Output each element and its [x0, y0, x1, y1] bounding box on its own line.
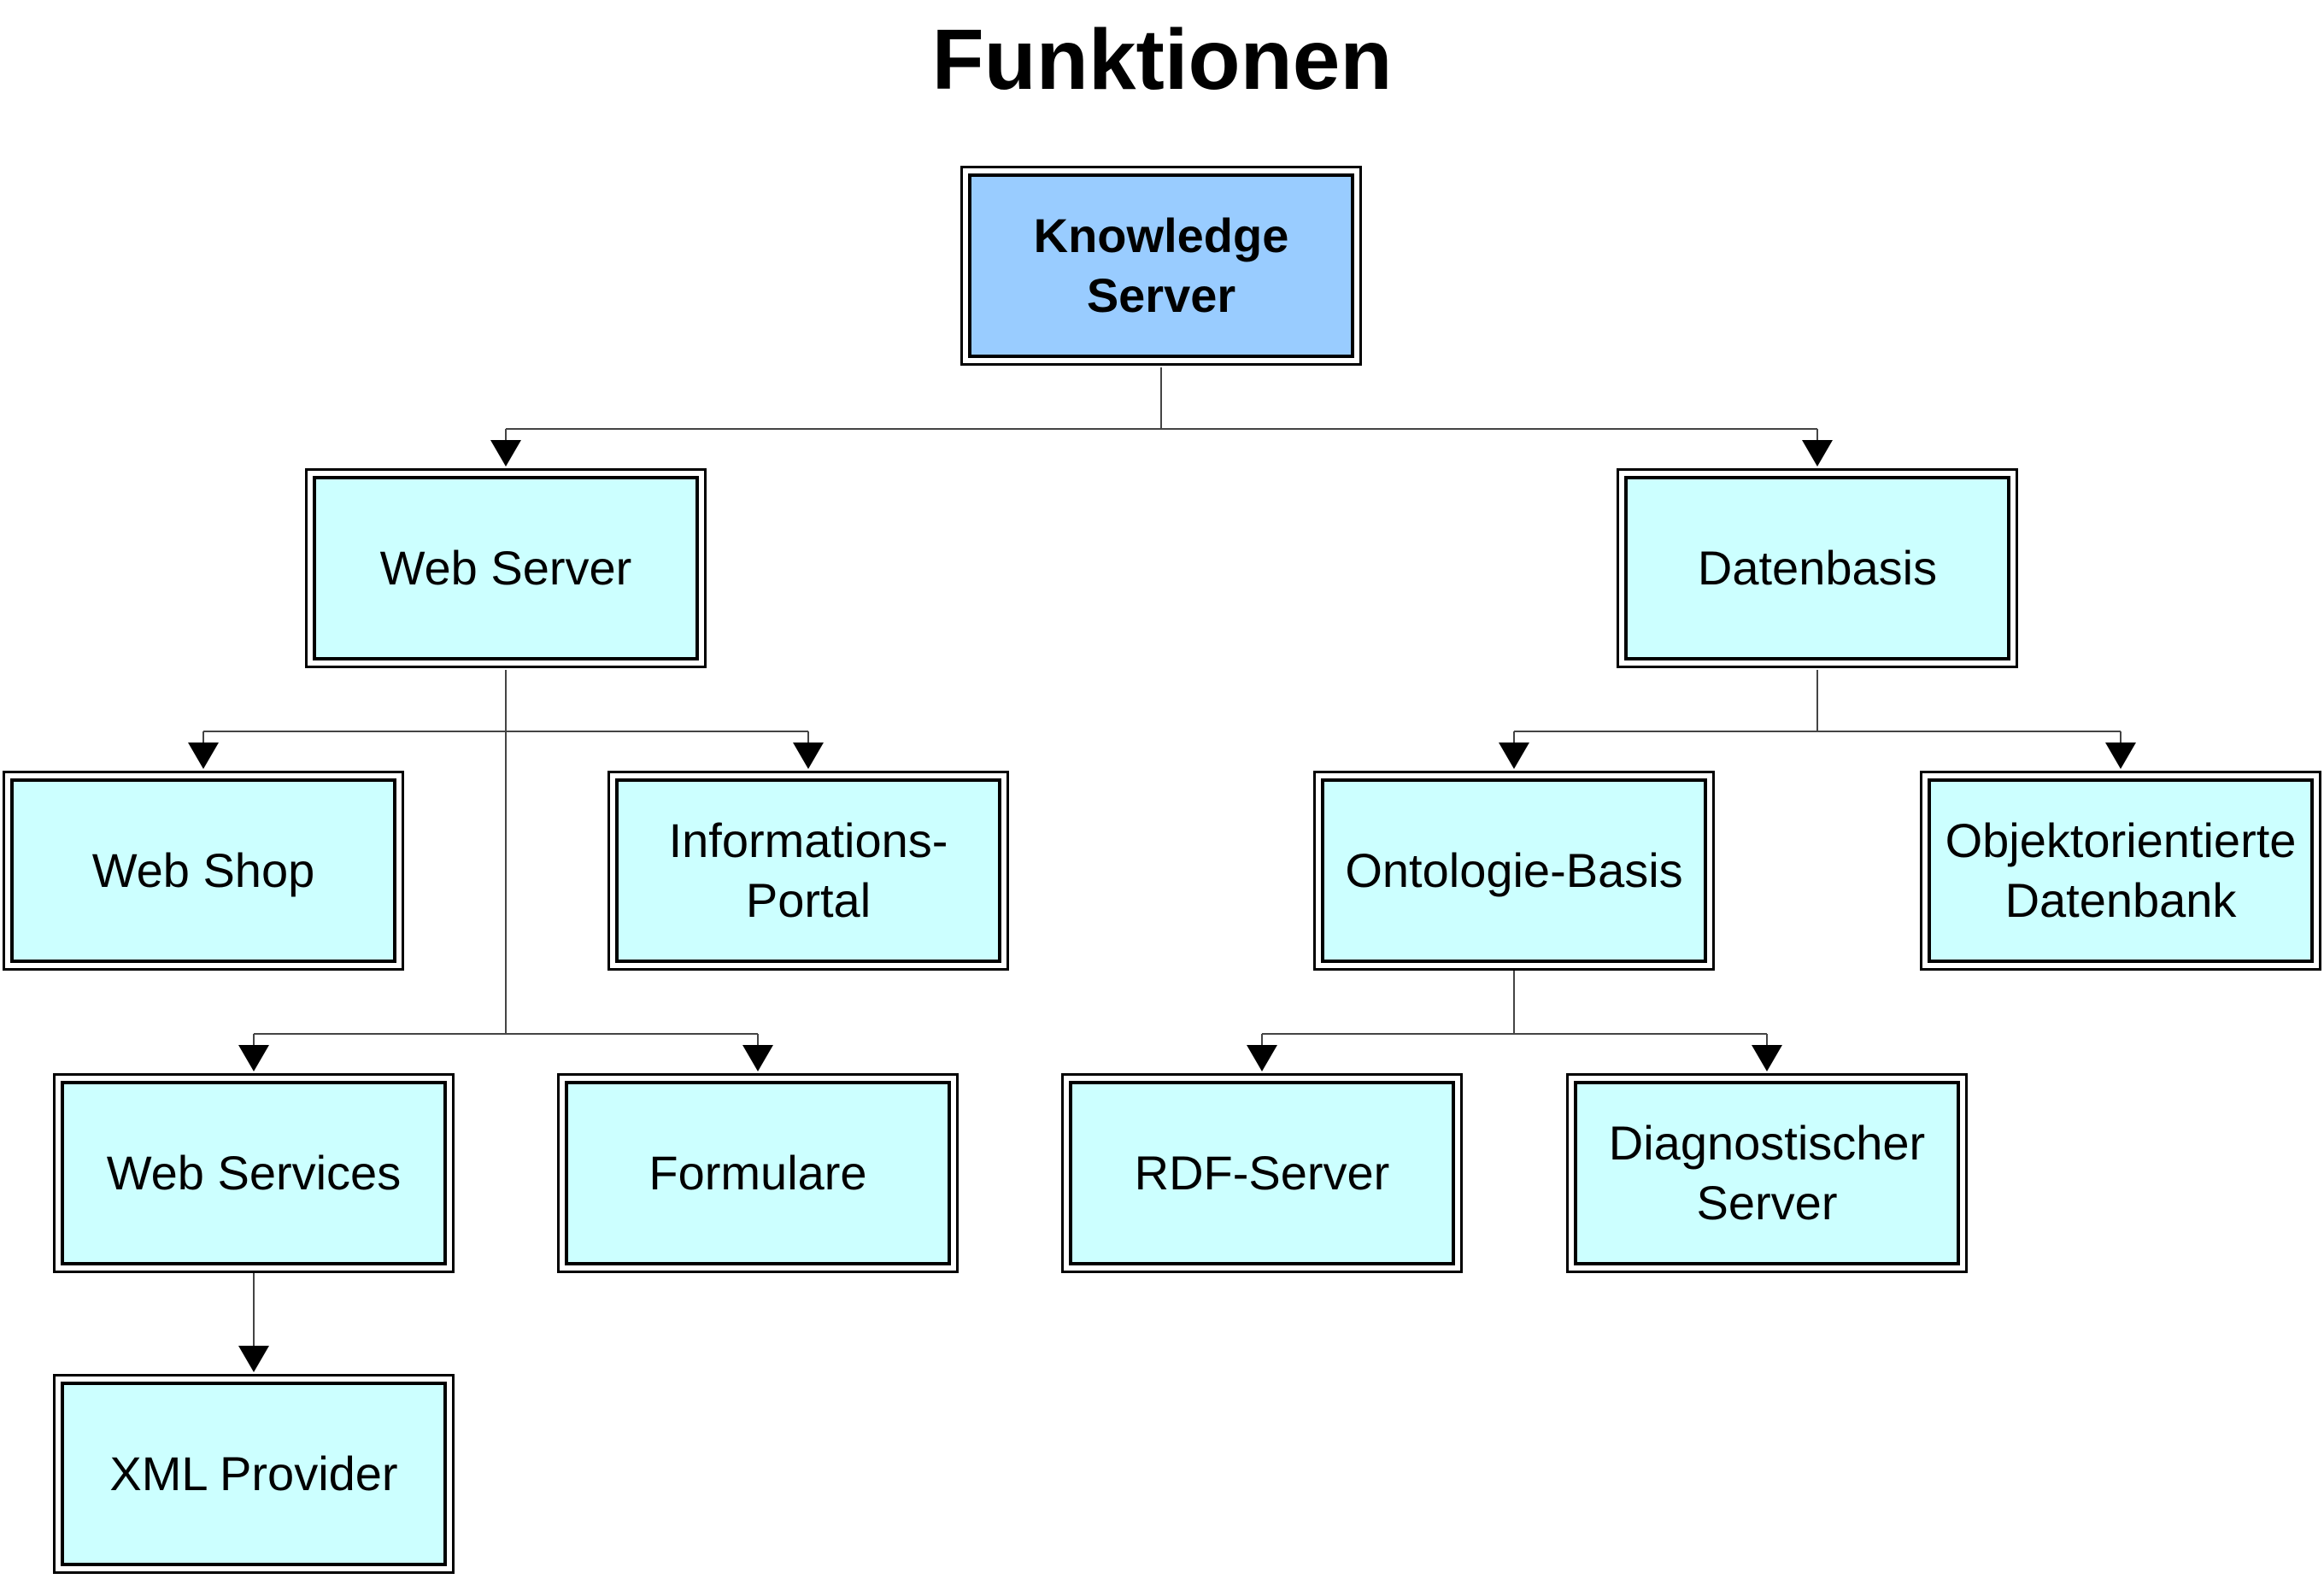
arrowhead [490, 440, 521, 467]
node-label: RDF-Server [1134, 1146, 1390, 1200]
arrowhead [1247, 1045, 1277, 1071]
node-label: Formulare [648, 1146, 867, 1200]
node-label: XML Provider [109, 1447, 398, 1500]
node-label: Knowledge Server [1033, 208, 1289, 322]
node-label: Ontologie-Basis [1345, 843, 1683, 897]
arrowhead [2105, 743, 2136, 769]
arrowhead [1752, 1045, 1782, 1071]
node-label: Diagnostischer Server [1608, 1116, 1926, 1230]
node-web-shop: Web Shop [3, 771, 404, 971]
node-label: Web Shop [91, 843, 315, 897]
node-label: Informations- Portal [668, 813, 948, 927]
node-diagnostischer-server: Diagnostischer Server [1566, 1073, 1968, 1273]
node-web-services: Web Services [53, 1073, 455, 1273]
node-label: Objektorientierte Datenbank [1945, 813, 2297, 927]
arrowhead [742, 1045, 773, 1071]
arrowhead [1499, 743, 1529, 769]
arrowhead [238, 1045, 269, 1071]
diagram-title: Funktionen [931, 12, 1393, 108]
arrowhead [1802, 440, 1833, 467]
arrowhead [793, 743, 824, 769]
node-label: Web Server [379, 541, 632, 595]
node-ontologie-basis: Ontologie-Basis [1313, 771, 1715, 971]
node-web-server: Web Server [305, 468, 707, 668]
node-label: Datenbasis [1697, 541, 1938, 595]
node-label: Web Services [106, 1146, 402, 1200]
node-informations-portal: Informations- Portal [607, 771, 1009, 971]
node-xml-provider: XML Provider [53, 1374, 455, 1574]
node-objektorientierte-datenbank: Objektorientierte Datenbank [1920, 771, 2321, 971]
node-formulare: Formulare [557, 1073, 959, 1273]
arrowhead [188, 743, 219, 769]
arrowhead [238, 1346, 269, 1372]
node-rdf-server: RDF-Server [1061, 1073, 1463, 1273]
node-knowledge-server: Knowledge Server [960, 166, 1362, 366]
node-datenbasis: Datenbasis [1617, 468, 2018, 668]
